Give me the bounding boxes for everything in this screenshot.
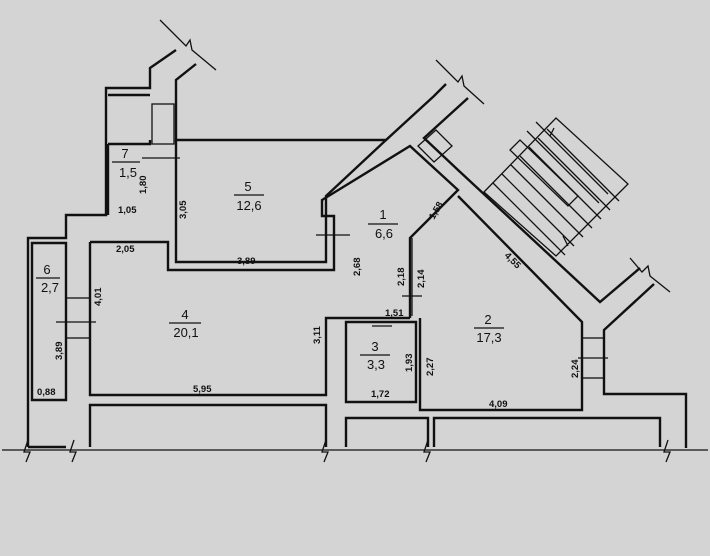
windows [56, 103, 608, 379]
dim-1-72: 1,72 [371, 389, 390, 400]
wall-room2 [418, 195, 584, 412]
dim-2-24: 2,24 [570, 359, 581, 378]
room-7-label: 7 1,5 [112, 146, 140, 180]
window-room6 [65, 297, 91, 339]
room-4-label: 4 20,1 [169, 307, 201, 340]
stair-treads [492, 121, 620, 256]
outer-wall-north-2 [422, 97, 641, 304]
wall-room5-inner [174, 139, 387, 264]
duct-wall [174, 63, 197, 90]
room-2-area: 17,3 [476, 330, 501, 345]
wall-room7 [106, 93, 152, 215]
room-1-label: 1 6,6 [368, 207, 398, 241]
room-3-label: 3 3,3 [360, 339, 390, 372]
room-5-number: 5 [244, 179, 251, 194]
dim-1-58: 1,58 [427, 200, 446, 222]
room-6-label: 6 2,7 [36, 262, 60, 295]
dim-5-95: 5,95 [193, 384, 212, 395]
room-3-area: 3,3 [367, 357, 385, 372]
dim-2-68: 2,68 [352, 258, 363, 277]
dim-2-14: 2,14 [416, 269, 427, 288]
dim-2-05: 2,05 [116, 244, 135, 255]
room-1-area: 6,6 [375, 226, 393, 241]
wall-room3 [344, 320, 418, 404]
room-5-label: 5 12,6 [234, 179, 264, 213]
break-right [629, 257, 671, 293]
wall-room6 [30, 241, 68, 402]
outer-wall-north [174, 83, 447, 142]
outer-wall-south [28, 403, 662, 449]
stair-outline [483, 117, 629, 257]
dim-1-80: 1,80 [138, 176, 149, 195]
room-3-number: 3 [371, 339, 378, 354]
room-labels: 1 6,6 2 17,3 3 3,3 4 20,1 5 12,6 6 2,7 [36, 146, 504, 372]
window-room7 [151, 103, 175, 145]
room-1-number: 1 [379, 207, 386, 222]
dim-3-05: 3,05 [178, 200, 189, 219]
break-lines [2, 19, 708, 463]
dim-4-01: 4,01 [93, 287, 104, 306]
dim-3-11: 3,11 [312, 325, 323, 344]
room-7-number: 7 [121, 146, 128, 161]
dimensions: 1,80 1,05 3,05 2,05 3,89 2,68 1,58 4,55 … [37, 176, 581, 411]
staircase [483, 117, 629, 257]
dim-2-27: 2,27 [425, 358, 436, 377]
room-4-number: 4 [181, 307, 188, 322]
window-room1 [417, 129, 453, 163]
room-4-area: 20,1 [173, 325, 198, 340]
room-5-area: 12,6 [236, 198, 261, 213]
break-bottom [2, 439, 708, 463]
dim-4-55: 4,55 [502, 250, 523, 271]
room-7-area: 1,5 [119, 165, 137, 180]
outer-wall-west [26, 49, 177, 447]
dim-1-51: 1,51 [385, 308, 404, 319]
dim-0-88: 0,88 [37, 387, 56, 398]
dim-3-89-top: 3,89 [237, 256, 256, 267]
dim-3-89-left: 3,89 [54, 342, 65, 361]
dim-1-05: 1,05 [118, 205, 137, 216]
wall-room4 [88, 144, 460, 397]
walls [26, 49, 688, 449]
dim-1-93: 1,93 [404, 354, 415, 373]
dim-2-18: 2,18 [396, 268, 407, 287]
outer-wall-east [602, 283, 688, 448]
room-6-number: 6 [43, 262, 50, 277]
room-2-label: 2 17,3 [474, 312, 504, 345]
break-top-mid [435, 59, 485, 105]
stair-arrow [549, 127, 569, 247]
break-top-left [159, 19, 217, 71]
room-2-number: 2 [484, 312, 491, 327]
door-marks [56, 157, 608, 359]
room-6-area: 2,7 [41, 280, 59, 295]
dim-4-09: 4,09 [489, 399, 508, 410]
